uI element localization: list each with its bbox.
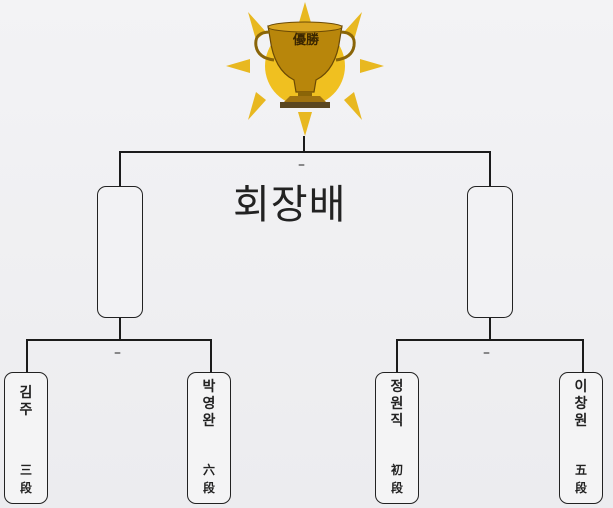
final-bar (119, 151, 491, 153)
player-card-1: 김 주 三 段 (4, 372, 48, 504)
page-title: 회장배 (233, 182, 347, 228)
right-player2-drop (582, 339, 584, 373)
semifinal-box-right (467, 186, 513, 318)
right-semi-stem (489, 318, 491, 340)
right-semi-bar (396, 339, 584, 341)
left-drop (119, 151, 121, 188)
trophy-icon (226, 2, 384, 136)
left-semi-stem (119, 318, 121, 340)
player-rank: 三 段 (19, 463, 32, 495)
trophy-label: 優勝 (292, 33, 319, 48)
right-player1-drop (396, 339, 398, 373)
sun-rays (226, 2, 384, 136)
player-rank: 五 段 (574, 463, 587, 495)
player-card-2: 박 영 완 六 段 (187, 372, 231, 504)
final-stem (303, 136, 305, 153)
right-drop (489, 151, 491, 188)
player-name: 박 영 완 (202, 379, 216, 429)
player-rank: 初 段 (390, 463, 403, 495)
player-rank: 六 段 (202, 463, 215, 495)
left-semi-bar (26, 339, 212, 341)
final-separator: – (298, 157, 305, 173)
player-name: 이 창 원 (574, 379, 588, 429)
left-player1-drop (26, 339, 28, 373)
cup (254, 21, 356, 108)
player-name: 김 주 (19, 385, 33, 418)
right-separator: – (483, 345, 490, 361)
left-player2-drop (210, 339, 212, 373)
left-separator: – (114, 345, 121, 361)
player-card-4: 이 창 원 五 段 (559, 372, 603, 504)
player-card-3: 정 원 직 初 段 (375, 372, 419, 504)
semifinal-box-left (97, 186, 143, 318)
player-name: 정 원 직 (390, 379, 404, 429)
